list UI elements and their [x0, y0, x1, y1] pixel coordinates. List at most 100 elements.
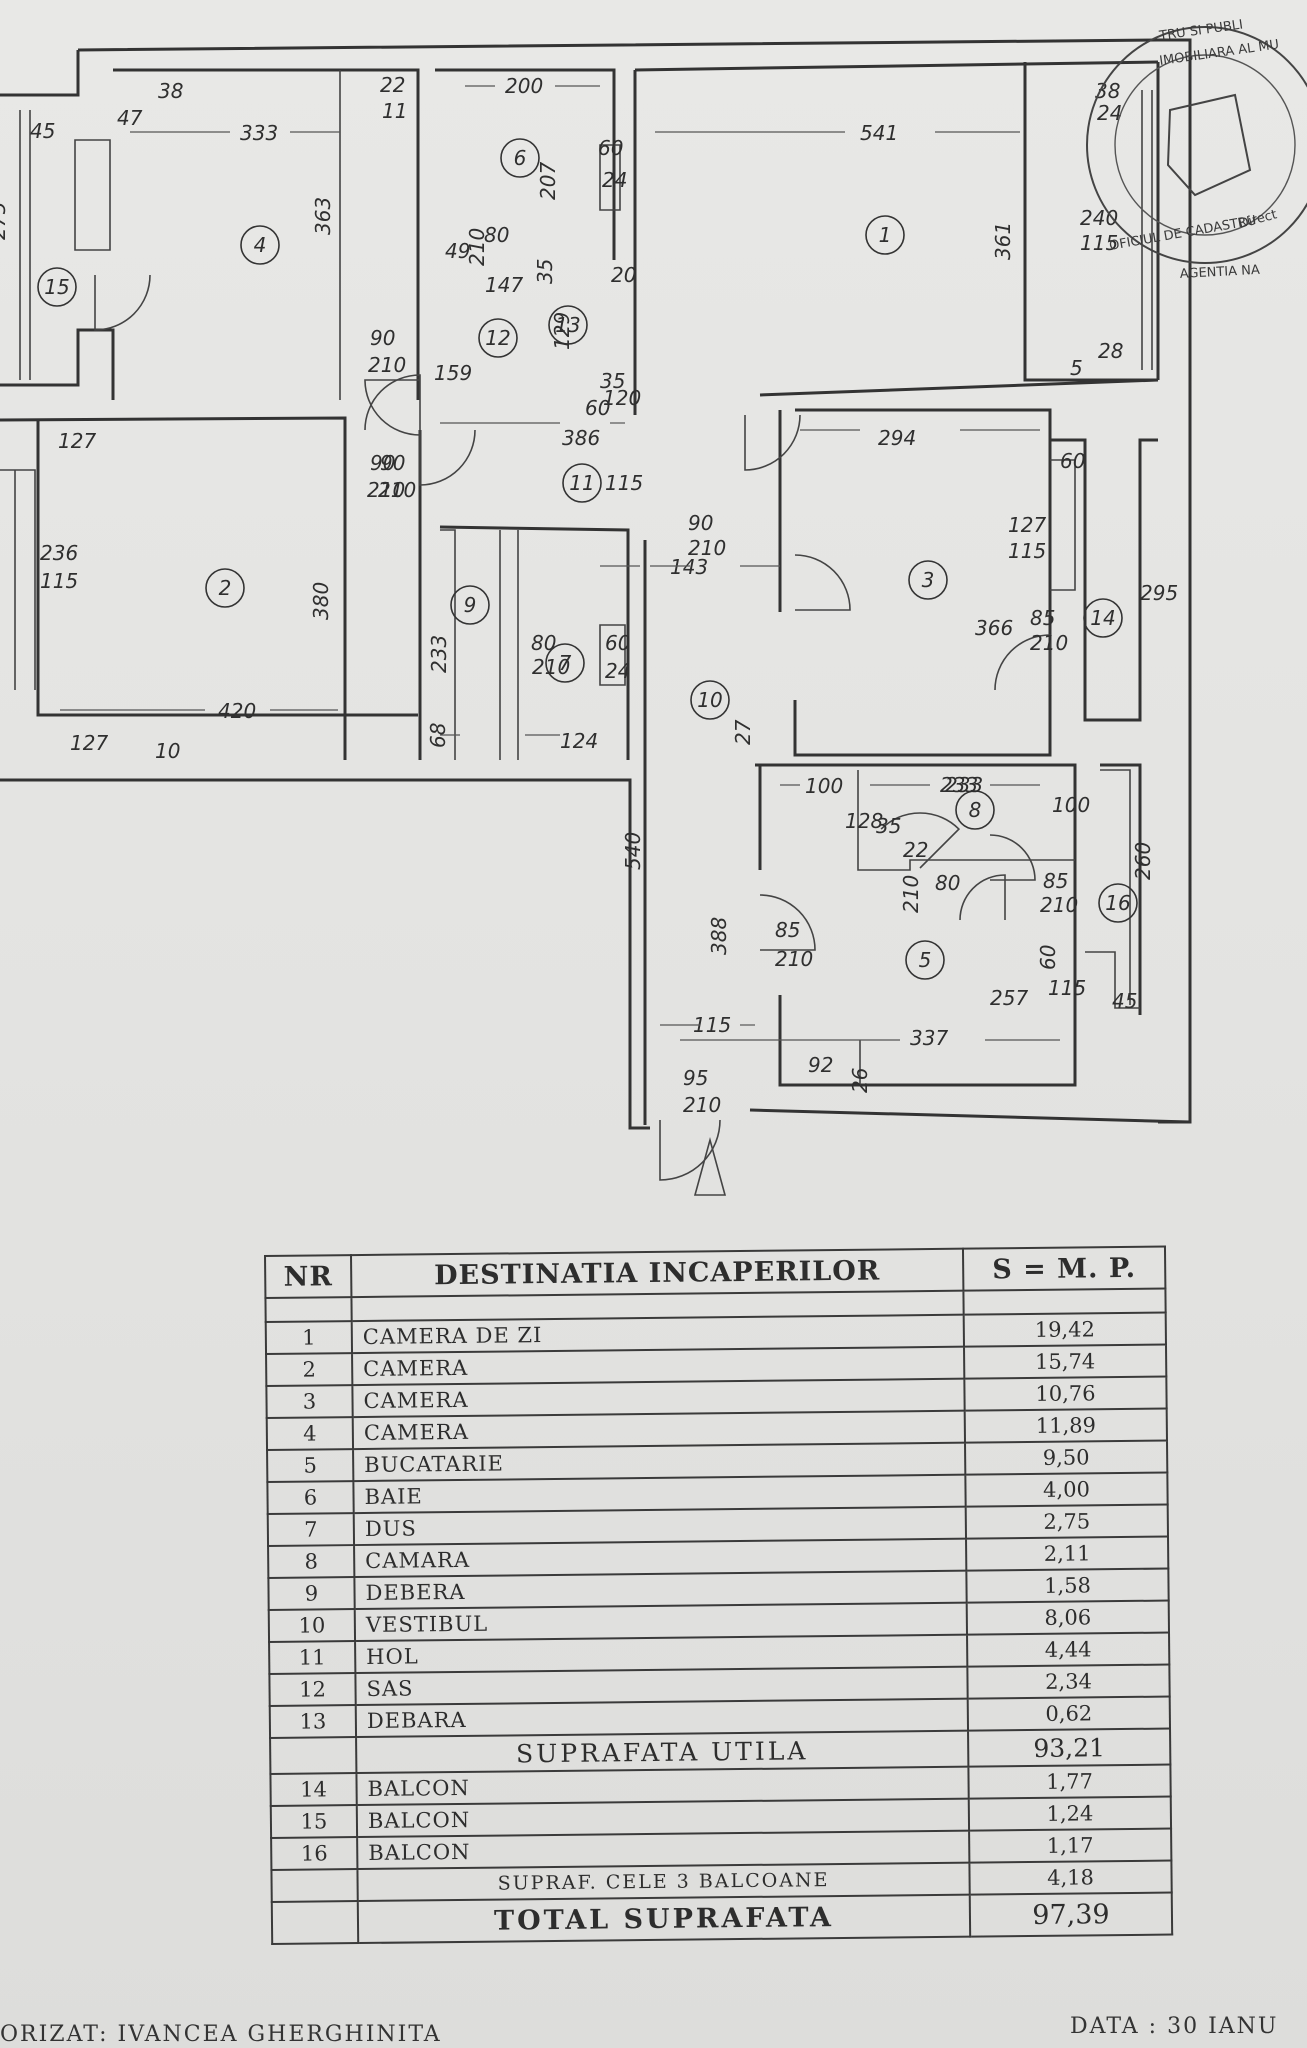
wall-segment: [435, 68, 616, 260]
dimension-label: 210: [368, 353, 406, 377]
stamp-text: TRU SI PUBLI: [1157, 17, 1243, 44]
inner-line: [1050, 459, 1076, 591]
stamp-text: Direct: [1237, 207, 1278, 232]
door-swing: [364, 374, 421, 431]
wall-segment: [749, 1108, 1191, 1124]
dimension-label: 541: [860, 121, 898, 145]
wall-segment: [0, 50, 80, 97]
balcony-area: 1,24: [968, 1796, 1172, 1831]
dimension-label: 27: [731, 719, 755, 745]
dimension-label: 210: [688, 536, 726, 560]
dimension-label: 210: [465, 228, 489, 266]
dimension-label: 210: [899, 875, 923, 913]
dimension-label: 45: [30, 119, 55, 143]
dimension-label: 115: [605, 471, 643, 495]
grand-total-area: 97,39: [969, 1892, 1173, 1937]
room-number: 6: [267, 1481, 354, 1514]
dimension-label: 127: [1008, 513, 1046, 537]
dimension-label: 26: [848, 1068, 872, 1093]
room-number: 4: [266, 1417, 354, 1450]
room-number-label: 12: [485, 326, 510, 350]
dimension-label: 90: [370, 326, 395, 350]
room-number-circle: [1083, 598, 1123, 638]
dimension-label: 45: [1112, 989, 1137, 1013]
dimension-label: 124: [560, 729, 598, 753]
wall-segment: [36, 420, 418, 717]
room-number-label: 13: [555, 313, 580, 337]
dimension-label: 115: [1048, 976, 1086, 1000]
door-swing: [364, 379, 421, 436]
dimension-label: 257: [990, 986, 1028, 1010]
room-area: 15,74: [963, 1344, 1167, 1379]
door-swing: [759, 894, 816, 951]
dimension-label: 540: [621, 832, 645, 870]
room-area: 2,34: [967, 1664, 1170, 1699]
room-number-circle: [205, 568, 245, 608]
door-swing: [744, 414, 801, 471]
inner-line: [1100, 769, 1131, 1005]
balcony-number: 14: [270, 1773, 357, 1806]
room-number-label: 2: [219, 576, 232, 600]
room-number: 10: [268, 1609, 356, 1642]
inner-line: [74, 139, 111, 251]
balcony-area: 1,77: [968, 1764, 1171, 1799]
dimension-label: 24: [602, 168, 627, 192]
balcony-total-nr: [271, 1869, 358, 1902]
dimension-label: 128: [845, 809, 883, 833]
wall-segment: [1100, 763, 1142, 1015]
dimension-label: 47: [117, 106, 143, 130]
room-number-label: 5: [919, 948, 932, 972]
dimension-label: 233: [945, 773, 983, 797]
dimension-label: 11: [382, 99, 407, 123]
balcony-area: 1,17: [969, 1828, 1172, 1863]
dimension-label: 388: [707, 917, 731, 955]
room-number-label: 3: [922, 568, 935, 592]
room-area: 9,50: [965, 1440, 1168, 1475]
subtotal-area: 93,21: [968, 1728, 1171, 1767]
room-number-circle: [690, 680, 730, 720]
room-number-circle: [545, 643, 585, 683]
dimension-label: 420: [218, 699, 256, 723]
coat-of-arms-icon: [1166, 93, 1252, 197]
room-number-label: 7: [559, 651, 572, 675]
room-number-circle: [1098, 883, 1138, 923]
room-area: 8,06: [966, 1600, 1170, 1635]
official-stamp-inner: [1114, 54, 1296, 236]
inner-line: [857, 770, 1075, 871]
room-area: 2,11: [966, 1536, 1169, 1571]
door-swing: [959, 874, 1006, 921]
dimension-label: 159: [434, 361, 472, 385]
dimension-label: 120: [603, 386, 641, 410]
room-number-circle: [905, 940, 945, 980]
wall-segment: [1023, 62, 1158, 382]
room-number-label: 14: [1090, 606, 1115, 630]
col-header-destination: DESTINATIA INCAPERILOR: [351, 1248, 964, 1298]
room-number-circle: [908, 560, 948, 600]
room-area: 11,89: [964, 1408, 1167, 1443]
dimension-label: 60: [1036, 945, 1060, 970]
dimension-label: 275: [0, 202, 10, 240]
col-header-nr: NR: [265, 1255, 352, 1298]
dimension-label: 115: [40, 569, 78, 593]
inner-line: [0, 469, 36, 690]
dimension-label: 115: [1008, 539, 1046, 563]
dimension-label: 295: [1140, 581, 1178, 605]
room-number: 2: [266, 1353, 353, 1386]
room-number: 9: [268, 1577, 355, 1610]
dimension-label: 24: [605, 659, 630, 683]
dimension-label: 333: [240, 121, 278, 145]
dimension-label: 210: [683, 1093, 721, 1117]
dimension-label: 147: [485, 273, 523, 297]
room-number-circle: [240, 225, 280, 265]
dimension-label: 210: [1040, 893, 1078, 917]
room-area: 4,44: [967, 1632, 1170, 1667]
dimension-label: 85: [1043, 869, 1068, 893]
dimension-label: 233: [427, 635, 451, 673]
entrance-arrow-icon: [693, 1136, 727, 1196]
dimension-label: 38: [1095, 79, 1120, 103]
dimension-label: 20: [611, 263, 636, 287]
dimension-label: 386: [562, 426, 600, 450]
dimension-label: 80: [935, 871, 960, 895]
door-swing: [989, 834, 1036, 881]
